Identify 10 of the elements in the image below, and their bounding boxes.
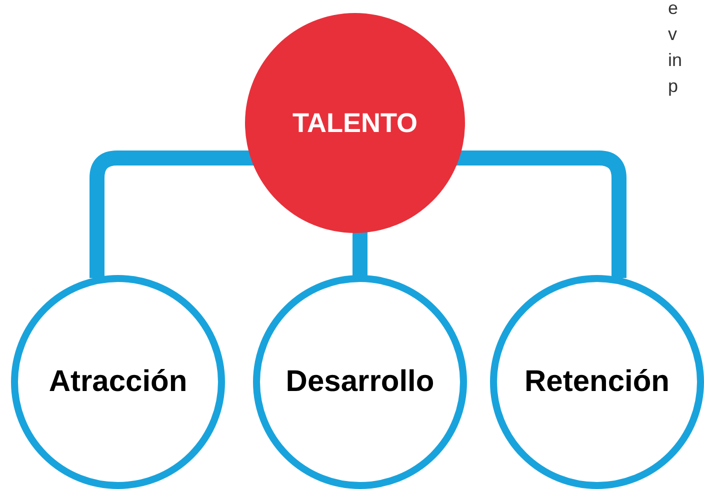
cut-off-text: v <box>668 23 677 45</box>
node-label: Retención <box>524 365 670 399</box>
node-label: Atracción <box>48 365 188 399</box>
cut-off-text: p <box>668 75 678 97</box>
node-label: Desarrollo <box>286 365 434 399</box>
cut-off-text: in <box>668 49 682 71</box>
connector-line <box>455 150 626 278</box>
cut-off-text: e <box>668 0 678 19</box>
node-label: TALENTO <box>292 108 418 138</box>
connector-line <box>90 150 255 278</box>
